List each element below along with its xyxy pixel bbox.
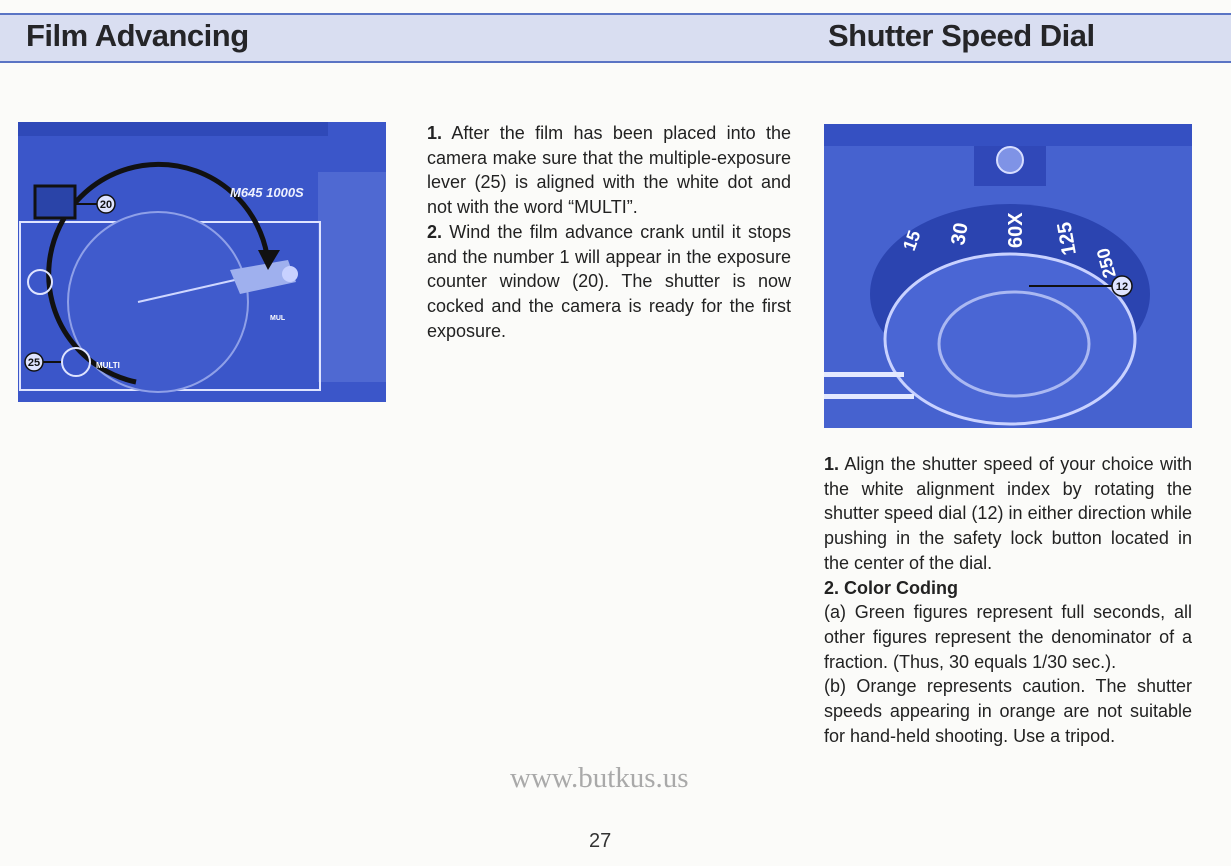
page-number: 27: [589, 830, 612, 852]
item-a: (a) Green figures represent full seconds…: [824, 602, 1192, 672]
dial-30: 30: [947, 221, 973, 247]
callout-25: 25: [28, 357, 40, 369]
mul-label: MUL: [270, 315, 286, 322]
film-advance-photo: 20 25 MULTI MUL M645 1000S: [18, 122, 386, 402]
film-advancing-instructions: 1. After the film has been placed into t…: [427, 121, 791, 343]
callout-12: 12: [1116, 281, 1128, 293]
item-b: (b) Orange represents caution. The shutt…: [824, 676, 1192, 746]
section-title-film-advancing: Film Advancing: [26, 18, 249, 53]
watermark: www.butkus.us: [510, 762, 689, 794]
camera-model-label: M645 1000S: [230, 185, 304, 200]
step-2: 2. Wind the film advance crank until it …: [427, 221, 791, 341]
header-band: [0, 13, 1231, 63]
step-1: 1. Align the shutter speed of your choic…: [824, 454, 1192, 573]
multi-label: MULTI: [96, 361, 120, 370]
shutter-dial-photo: 15 30 60X 125 250 12: [824, 124, 1192, 428]
shutter-speed-instructions: 1. Align the shutter speed of your choic…: [824, 452, 1192, 748]
color-coding-heading: 2. Color Coding: [824, 577, 958, 598]
callout-20: 20: [100, 199, 112, 211]
step-1: 1. After the film has been placed into t…: [427, 123, 791, 218]
dial-60x: 60X: [1005, 212, 1027, 248]
section-title-shutter-speed-dial: Shutter Speed Dial: [828, 18, 1095, 53]
